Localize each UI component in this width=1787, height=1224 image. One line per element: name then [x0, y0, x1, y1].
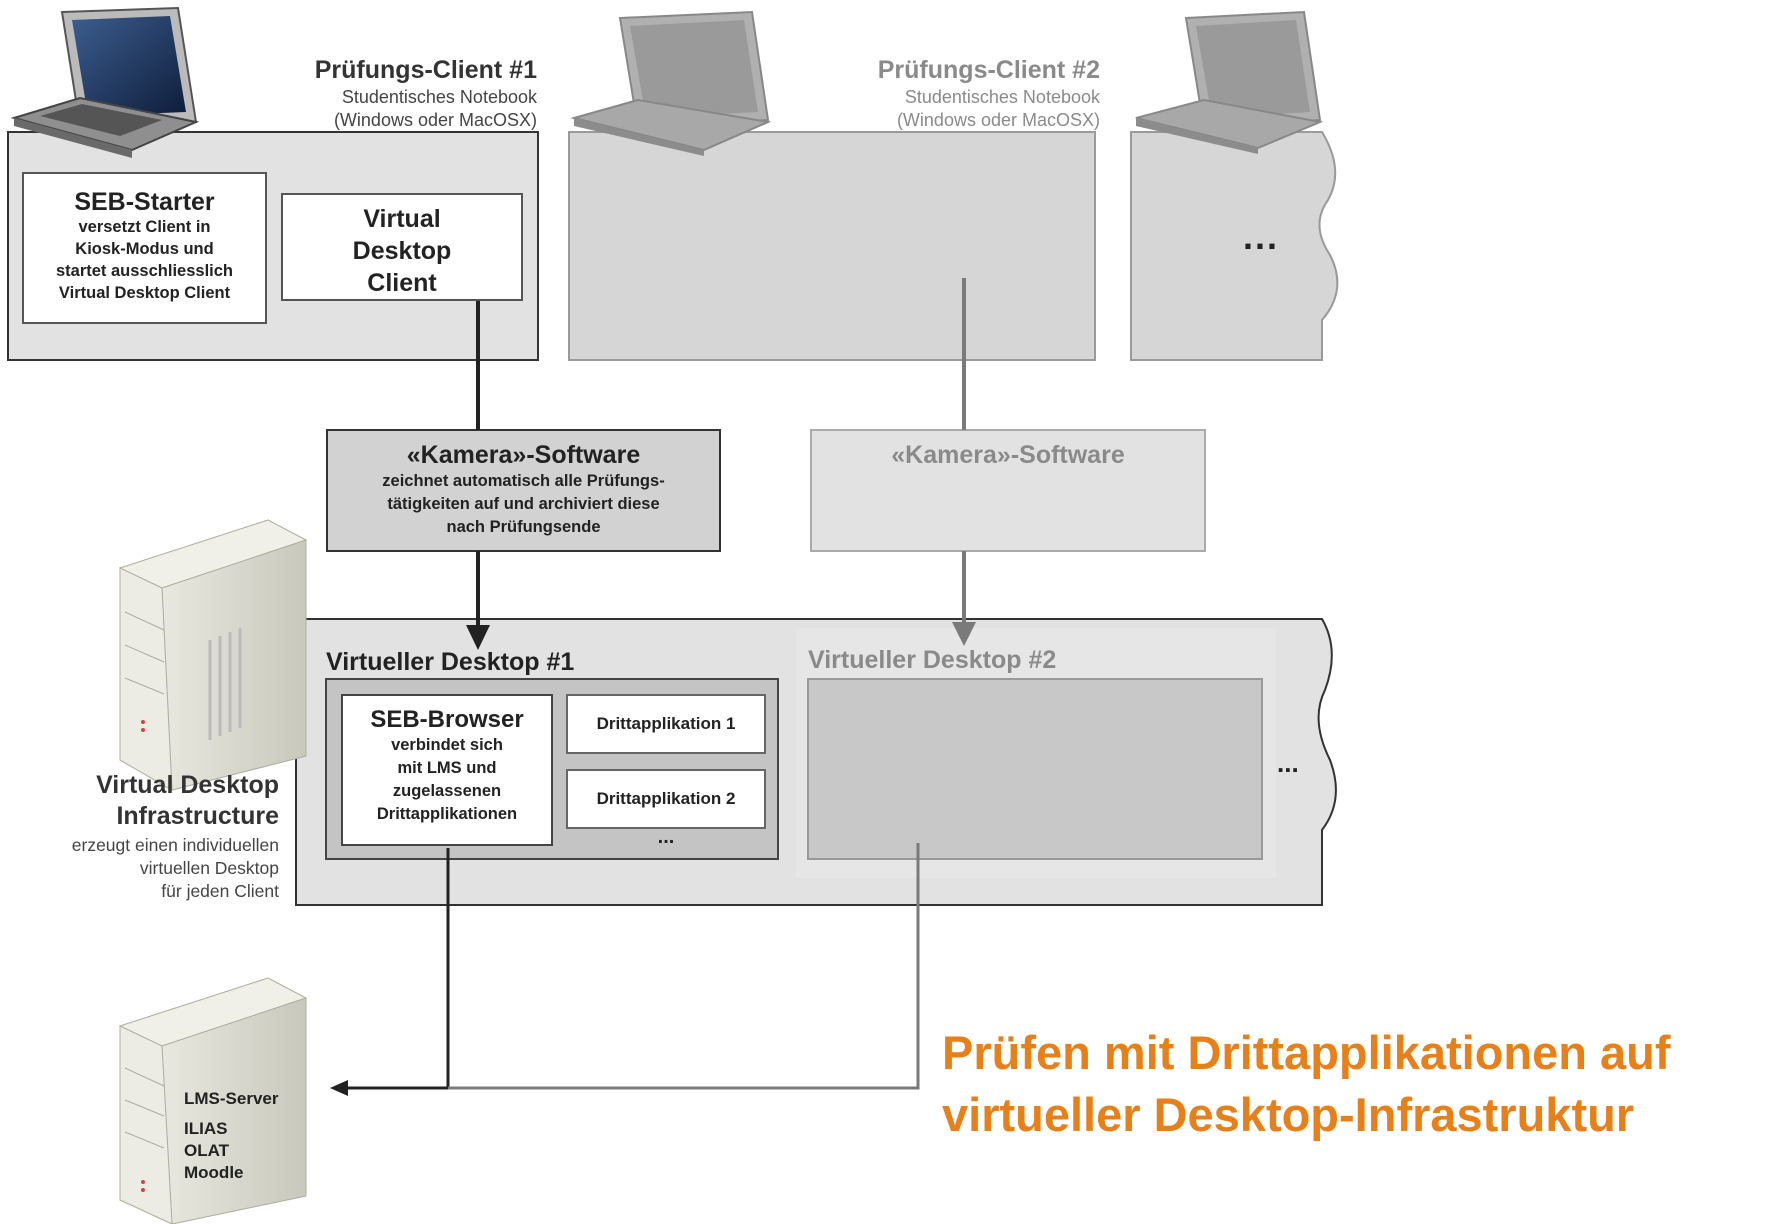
- seb-browser-line2: mit LMS und: [397, 759, 497, 777]
- client3-panel: [1130, 131, 1339, 361]
- lms-server-icon: [118, 977, 308, 1224]
- client1-subtitle: Studentisches Notebook (Windows oder Mac…: [334, 86, 537, 132]
- seb-browser-line4: Drittapplikationen: [376, 805, 518, 823]
- headline: Prüfen mit Drittapplikationen auf virtue…: [942, 1022, 1671, 1146]
- seb-starter-title: SEB-Starter: [74, 188, 215, 216]
- seb-starter-box: SEB-Starter versetzt Client in Kiosk-Mod…: [22, 172, 267, 324]
- drittapplikation-2-box: Drittapplikation 2: [566, 769, 766, 829]
- vdc-line3: Client: [367, 269, 437, 297]
- client1-title: Prüfungs-Client #1: [314, 56, 537, 84]
- client2-panel: [568, 131, 1096, 361]
- vdi-ellipsis: ...: [1277, 748, 1299, 778]
- laptop3-icon: [1135, 10, 1324, 154]
- headline-line2: virtueller Desktop-Infrastruktur: [942, 1088, 1635, 1141]
- vd2-inner: [807, 678, 1263, 860]
- vdi-desc-line2: virtuellen Desktop: [139, 858, 279, 878]
- seb-browser-line3: zugelassenen: [392, 782, 502, 800]
- vdc-box: Virtual Desktop Client: [281, 193, 523, 301]
- laptop1-icon: [10, 6, 200, 158]
- camera2-title: «Kamera»-Software: [891, 441, 1125, 469]
- vdc-line1: Virtual: [363, 205, 441, 233]
- laptop2-icon: [570, 10, 772, 156]
- camera1-title: «Kamera»-Software: [406, 441, 641, 469]
- client3-ellipsis: ...: [1243, 216, 1280, 257]
- vdi-title-line1: Virtual Desktop: [96, 771, 279, 799]
- camera1-line2: tätigkeiten auf und archiviert diese: [387, 495, 660, 513]
- lms-item-moodle: Moodle: [184, 1163, 244, 1182]
- vdi-desc-line3: für jeden Client: [161, 881, 279, 901]
- seb-browser-line1: verbindet sich: [391, 736, 503, 754]
- lms-item-ilias: ILIAS: [184, 1119, 228, 1138]
- camera1-content: «Kamera»-Software zeichnet automatisch a…: [327, 440, 720, 539]
- vdc-line2: Desktop: [352, 237, 452, 265]
- camera2-box: [810, 429, 1206, 552]
- camera1-box: [326, 429, 721, 552]
- client2-subtitle-line1: Studentisches Notebook: [904, 87, 1100, 107]
- client2-title: Prüfungs-Client #2: [877, 56, 1100, 84]
- arrow-vd2: [952, 622, 976, 646]
- seb-starter-line2: Kiosk-Modus und: [75, 240, 214, 258]
- seb-starter-line4: Virtual Desktop Client: [58, 284, 231, 302]
- client2-subtitle-line2: (Windows oder MacOSX): [896, 110, 1100, 130]
- camera1-line3: nach Prüfungsende: [446, 518, 601, 536]
- vdi-title-line2: Infrastructure: [116, 802, 279, 830]
- drittapplikation-1-box: Drittapplikation 1: [566, 694, 766, 754]
- seb-starter-line1: versetzt Client in: [78, 218, 211, 236]
- arrow-lms: [330, 1080, 348, 1096]
- vdi-server-icon: [118, 519, 308, 791]
- client2-subtitle: Studentisches Notebook (Windows oder Mac…: [897, 86, 1100, 132]
- vdi-desc-line1: erzeugt einen individuellen: [71, 835, 279, 855]
- vd2-title: Virtueller Desktop #2: [808, 646, 1057, 674]
- seb-starter-line3: startet ausschliesslich: [55, 262, 233, 280]
- client1-subtitle-line1: Studentisches Notebook: [341, 87, 537, 107]
- vdi-label: Virtual Desktop Infrastructure erzeugt e…: [72, 770, 279, 903]
- arrow-vd1: [466, 625, 490, 650]
- seb-browser-box: SEB-Browser verbindet sich mit LMS und z…: [341, 694, 553, 846]
- seb-browser-title: SEB-Browser: [370, 706, 524, 733]
- connector-vd2-lms: [448, 843, 920, 1090]
- vd1-title: Virtueller Desktop #1: [326, 648, 575, 676]
- client1-subtitle-line2: (Windows oder MacOSX): [333, 110, 537, 130]
- headline-line1: Prüfen mit Drittapplikationen auf: [942, 1026, 1671, 1079]
- camera1-line1: zeichnet automatisch alle Prüfungs-: [382, 472, 665, 490]
- lms-title: LMS-Server: [184, 1089, 279, 1108]
- vd1-ellipsis: ...: [657, 826, 675, 848]
- lms-item-olat: OLAT: [184, 1141, 230, 1160]
- lms-label: LMS-Server ILIAS OLAT Moodle: [184, 1088, 278, 1184]
